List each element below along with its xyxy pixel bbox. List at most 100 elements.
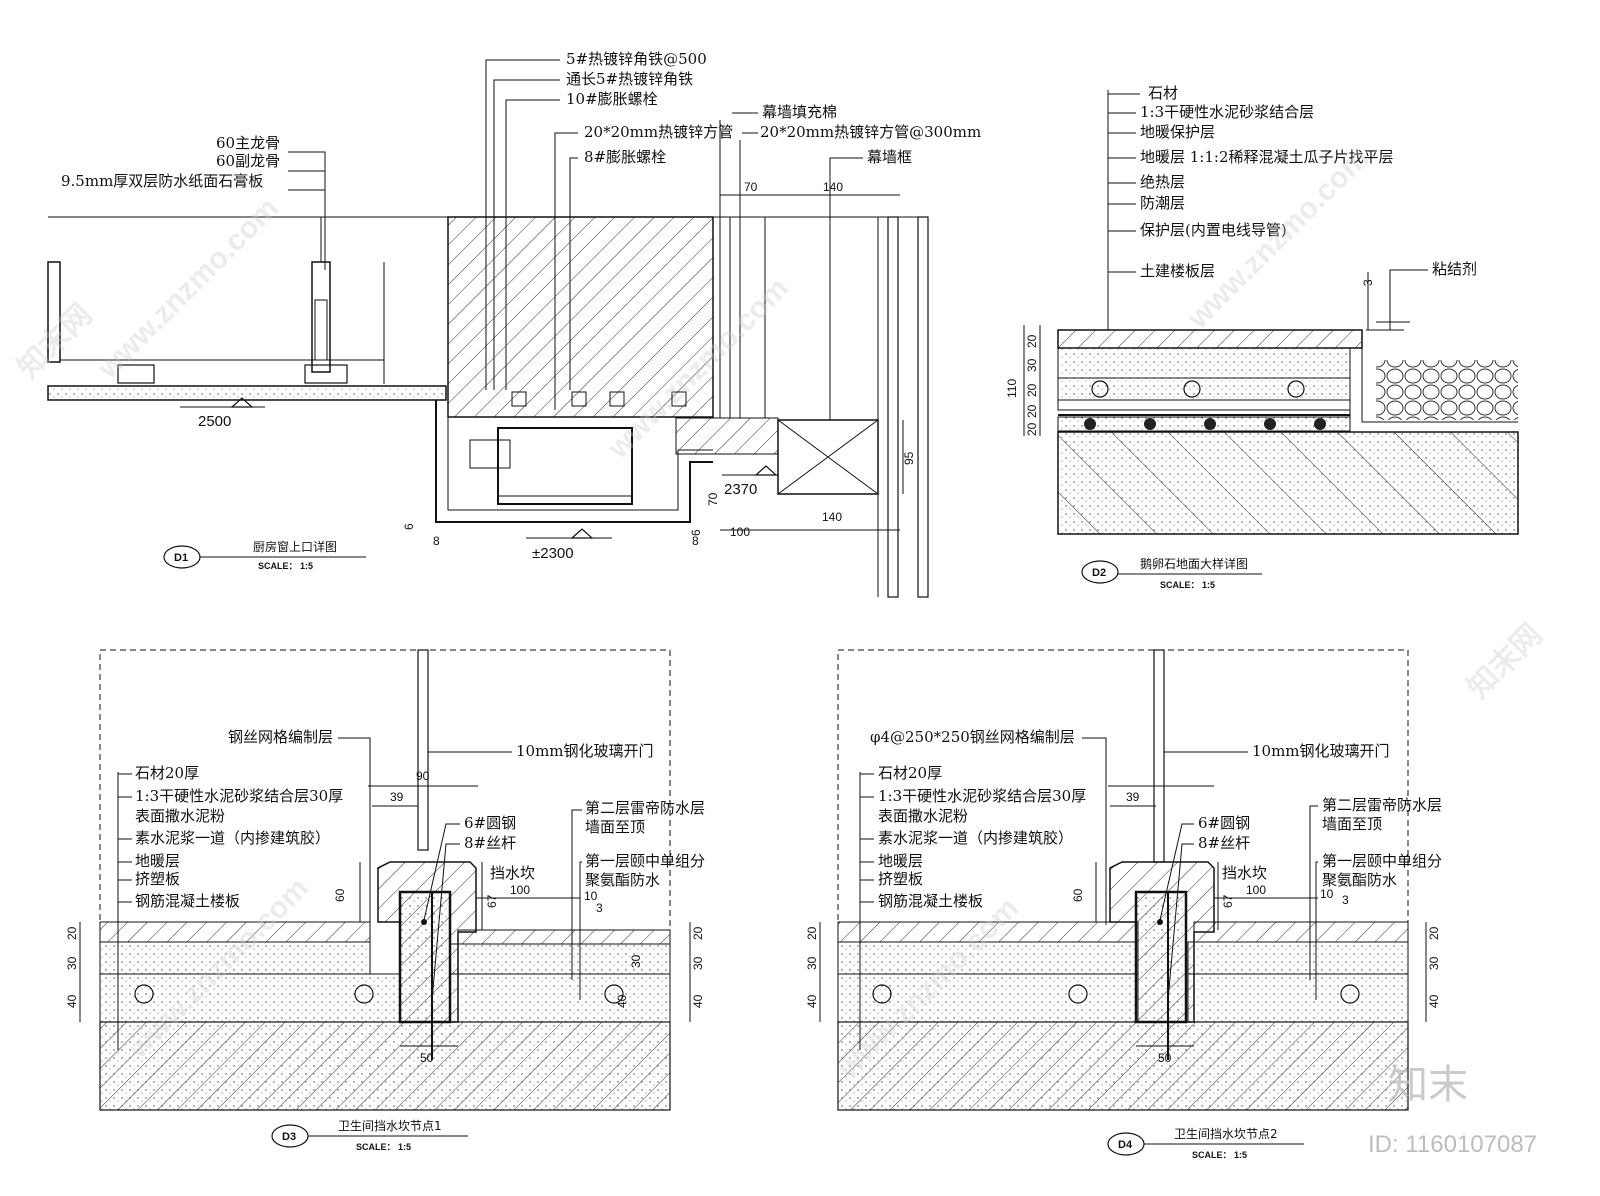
d3-dim-l30: 30 xyxy=(65,956,79,970)
d2-layer-stone: 石材 xyxy=(1148,84,1178,102)
d2-dim-20d: 20 xyxy=(1025,422,1039,436)
d3-dim-100: 100 xyxy=(510,883,530,897)
d1-label-angle-500: 5#热镀锌角铁@500 xyxy=(566,50,707,68)
d1-scale: SCALE： 1:5 xyxy=(258,561,313,571)
d3-dim-50: 50 xyxy=(420,1051,434,1065)
d3-layer-heating: 地暖层 xyxy=(135,852,180,870)
d3-dim-m40: 40 xyxy=(615,994,629,1008)
watermark-cn-1: 知末网 xyxy=(12,298,99,385)
d3-dim-m30: 30 xyxy=(629,954,643,968)
d3-dim-l40: 40 xyxy=(65,994,79,1008)
d3-right-2: 墙面至顶 xyxy=(585,818,645,836)
d1-dim-70: 70 xyxy=(744,180,758,194)
d3-mid-rod: 8#丝杆 xyxy=(464,834,516,852)
d4-scale: SCALE： 1:5 xyxy=(1192,1150,1247,1160)
d4-mesh: φ4@250*250钢丝网格编制层 xyxy=(870,728,1075,746)
d1-label-tube: 20*20mm热镀锌方管 xyxy=(584,123,733,141)
d3-right-3: 第一层颐中单组分 xyxy=(585,852,705,870)
d2-adhesive: 粘结剂 xyxy=(1432,260,1477,278)
d4-right-3: 第一层颐中单组分 xyxy=(1322,852,1442,870)
d3-dim-r20: 20 xyxy=(691,926,705,940)
d3-layer-stone: 石材20厚 xyxy=(135,764,199,782)
detail-d2: 石材 1:3干硬性水泥砂浆结合层 地暖保护层 地暖层 1:1:2稀释混凝土瓜子片… xyxy=(1005,84,1519,590)
d4-dim-3: 3 xyxy=(1342,893,1349,907)
d3-dim-39: 39 xyxy=(390,790,404,804)
d4-dim-39: 39 xyxy=(1126,790,1140,804)
detail-d4: φ4@250*250钢丝网格编制层 石材20厚 1:3干硬性水泥砂浆结合层30厚… xyxy=(805,649,1442,1160)
d4-dim-67: 67 xyxy=(1221,894,1235,908)
d3-mid-round: 6#圆钢 xyxy=(464,814,516,832)
d1-label-fill-cotton: 幕墙填充棉 xyxy=(762,103,837,121)
d3-layer-slurry: 素水泥浆一道（内掺建筑胶） xyxy=(135,829,330,847)
d4-dim-l40: 40 xyxy=(805,994,819,1008)
d3-dim-67: 67 xyxy=(485,894,499,908)
d2-layer-mortar: 1:3干硬性水泥砂浆结合层 xyxy=(1140,103,1314,121)
d1-label-sub-keel: 60副龙骨 xyxy=(216,152,280,170)
d4-dim-10: 10 xyxy=(1320,887,1334,901)
d4-tag: D4 xyxy=(1118,1139,1133,1151)
d3-glass: 10mm钢化玻璃开门 xyxy=(516,742,654,760)
d3-title: 卫生间挡水坎节点1 xyxy=(338,1119,442,1133)
d4-dim-50: 50 xyxy=(1158,1051,1172,1065)
d1-title: 厨房窗上口详图 xyxy=(253,539,337,554)
d2-layer-protect: 地暖保护层 xyxy=(1140,123,1215,141)
d2-dim-30: 30 xyxy=(1025,358,1039,372)
d3-layer-cement-powder: 表面撒水泥粉 xyxy=(135,807,225,825)
detail-d3: 钢丝网格编制层 石材20厚 1:3干硬性水泥砂浆结合层30厚 表面撒水泥粉 素水… xyxy=(65,649,705,1152)
d1-label-bolt10: 10#膨胀螺栓 xyxy=(566,90,658,108)
d3-mesh: 钢丝网格编制层 xyxy=(228,728,333,746)
d2-title: 鹅卵石地面大样详图 xyxy=(1140,556,1248,571)
watermark-cn-2: 知末网 xyxy=(1462,618,1549,705)
d3-layer-xps: 挤塑板 xyxy=(135,870,180,888)
d4-dim-l30: 30 xyxy=(805,956,819,970)
d4-layer-slurry: 素水泥浆一道（内掺建筑胶） xyxy=(878,829,1073,847)
d4-right-2: 墙面至顶 xyxy=(1322,815,1382,833)
d1-dim-6b: 6 xyxy=(689,529,703,536)
d1-elev-2370: 2370 xyxy=(724,481,757,498)
d4-mid-round: 6#圆钢 xyxy=(1198,814,1250,832)
d4-dim-100: 100 xyxy=(1246,883,1266,897)
d1-elev-2300: ±2300 xyxy=(532,545,574,562)
d4-mid-curb: 挡水坎 xyxy=(1222,864,1267,882)
d4-dim-r40: 40 xyxy=(1427,994,1441,1008)
d4-right-1: 第二层雷帝防水层 xyxy=(1322,796,1442,814)
d2-dim-20b: 20 xyxy=(1025,383,1039,397)
d4-right-4: 聚氨酯防水 xyxy=(1322,871,1397,889)
d2-layer-slab: 土建楼板层 xyxy=(1140,262,1215,280)
detail-d1: 60主龙骨 60副龙骨 9.5mm厚双层防水纸面石膏板 2500 5#热镀锌角铁… xyxy=(47,50,981,598)
d1-label-gypsum: 9.5mm厚双层防水纸面石膏板 xyxy=(61,172,263,190)
d1-dim-8b: 8 xyxy=(692,534,699,548)
d3-layer-slab: 钢筋混凝土楼板 xyxy=(135,892,240,910)
d1-dim-8: 8 xyxy=(433,534,440,548)
d3-dim-10: 10 xyxy=(584,889,598,903)
d3-dim-3: 3 xyxy=(596,901,603,915)
d2-dim-20c: 20 xyxy=(1025,404,1039,418)
d3-layer-mortar: 1:3干硬性水泥砂浆结合层30厚 xyxy=(135,787,343,805)
d4-layer-stone: 石材20厚 xyxy=(878,764,942,782)
d2-tag: D2 xyxy=(1092,567,1106,579)
d1-dim-140b: 140 xyxy=(822,510,842,524)
d1-tag: D1 xyxy=(174,552,188,564)
d3-right-1: 第二层雷帝防水层 xyxy=(585,799,705,817)
d4-layer-xps: 挤塑板 xyxy=(878,870,923,888)
d1-dim-6: 6 xyxy=(402,523,416,530)
d4-dim-60: 60 xyxy=(1071,888,1085,902)
d3-dim-90: 90 xyxy=(416,769,430,783)
d4-layer-slab: 钢筋混凝土楼板 xyxy=(878,892,983,910)
d4-glass: 10mm钢化玻璃开门 xyxy=(1252,742,1390,760)
d2-layer-moisture: 防潮层 xyxy=(1140,194,1185,212)
d4-dim-r20: 20 xyxy=(1427,926,1441,940)
d3-mid-curb: 挡水坎 xyxy=(490,864,535,882)
d3-dim-r30: 30 xyxy=(691,956,705,970)
d1-dim-70b: 70 xyxy=(706,492,720,506)
watermark-site-1: www.znzmo.com xyxy=(91,192,285,386)
d2-dim-20a: 20 xyxy=(1025,334,1039,348)
d2-layer-insulation: 绝热层 xyxy=(1140,173,1185,191)
d3-dim-r40: 40 xyxy=(691,994,705,1008)
d1-label-tube-300: 20*20mm热镀锌方管@300mm xyxy=(760,123,981,141)
d1-dim-100: 100 xyxy=(730,525,750,539)
d2-layer-heating: 地暖层 1:1:2稀释混凝土瓜子片找平层 xyxy=(1140,148,1394,166)
d1-dim-95: 95 xyxy=(902,451,916,465)
d3-scale: SCALE： 1:5 xyxy=(356,1142,411,1152)
